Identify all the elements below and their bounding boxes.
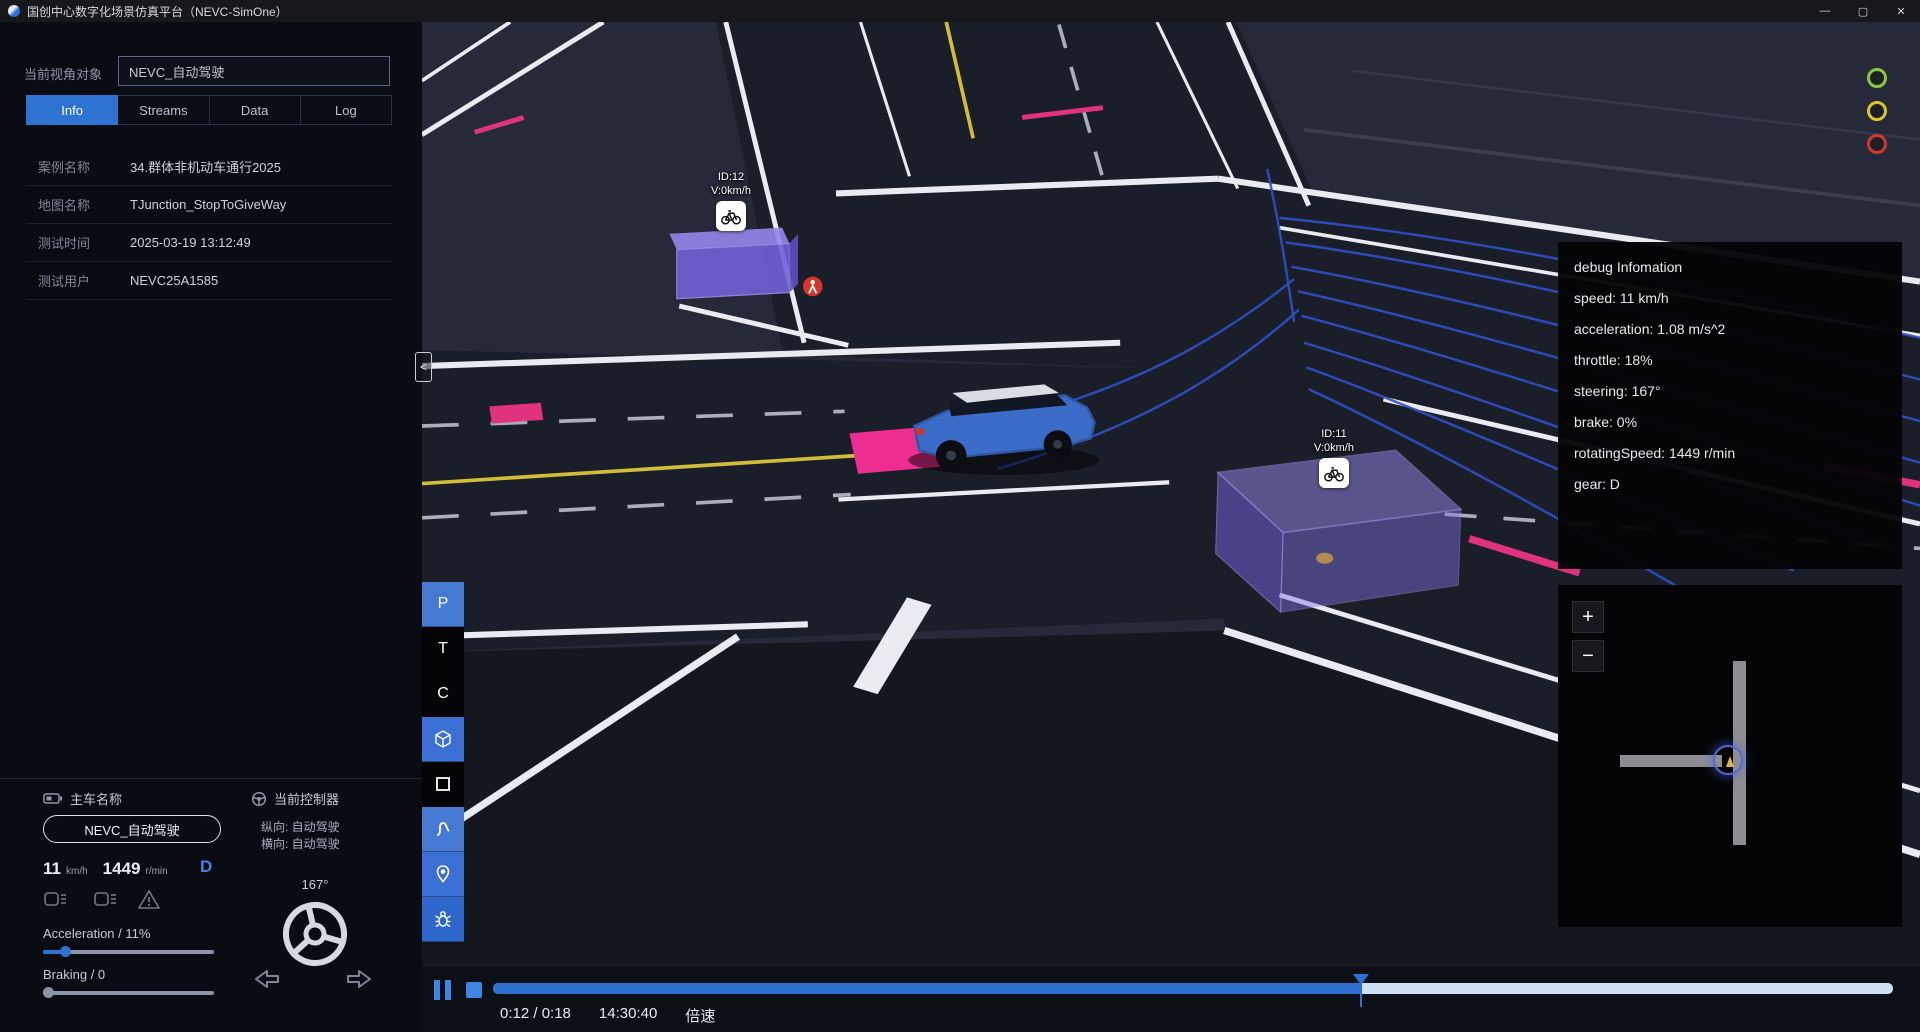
debug-title: debug Infomation <box>1574 259 1683 275</box>
bicycle-icon <box>1319 458 1349 488</box>
minimap-zoom-out-button[interactable]: − <box>1572 640 1604 672</box>
minimap-heading-icon <box>1726 756 1734 767</box>
ego-vehicle-panel: 主车名称 NEVC_自动驾驶 11 km/h 1449 r/min D Acce… <box>0 778 422 1032</box>
agent-box-12[interactable] <box>669 227 799 300</box>
agent-label-11: ID:11 V:0km/h <box>1292 427 1376 488</box>
acceleration-label: Acceleration / 11% <box>43 926 151 941</box>
collision-warning-icon <box>802 276 823 297</box>
tab-streams[interactable]: Streams <box>118 95 210 125</box>
sidebar-collapse-handle[interactable]: < <box>415 352 432 382</box>
controller-icon <box>251 791 267 806</box>
speed-readout: 11 km/h 1449 r/min <box>43 859 168 878</box>
warning-icon <box>137 889 161 911</box>
close-button[interactable]: ✕ <box>1896 5 1906 18</box>
square-icon <box>436 777 450 791</box>
pause-button[interactable] <box>434 980 451 1000</box>
traffic-light-indicator <box>1867 68 1887 167</box>
table-row: 案例名称 34.群体非机动车通行2025 <box>26 148 392 186</box>
view-target-input[interactable] <box>118 56 390 86</box>
window-title: 国创中心数字化场景仿真平台（NEVC-SimOne） <box>27 4 288 19</box>
table-row: 地图名称 TJunction_StopToGiveWay <box>26 186 392 224</box>
playback-time: 0:12 / 0:18 <box>500 1005 571 1022</box>
view-target-label: 当前视角对象 <box>24 67 103 82</box>
table-row: 测试用户 NEVC25A1585 <box>26 262 392 300</box>
viewport-toolbar: P T C <box>422 582 464 942</box>
vehicle-name-pill[interactable]: NEVC_自动驾驶 <box>43 815 221 843</box>
playback-bar: 0:12 / 0:18 14:30:40 倍速 <box>422 967 1920 1032</box>
steering-angle-value: 167° <box>301 877 329 892</box>
steer-right-arrow-icon[interactable] <box>345 967 373 996</box>
table-row: 测试时间 2025-03-19 13:12:49 <box>26 224 392 262</box>
app-icon <box>8 5 20 17</box>
tab-data[interactable]: Data <box>209 95 301 125</box>
playback-speed-button[interactable]: 倍速 <box>685 1008 716 1025</box>
gear-indicator: D <box>200 857 213 876</box>
traffic-yellow-icon <box>1867 101 1887 121</box>
sidebar: 当前视角对象 Info Streams Data Log 案例名称 34.群体非… <box>0 22 422 1032</box>
titlebar: 国创中心数字化场景仿真平台（NEVC-SimOne） — ▢ ✕ <box>0 0 1920 22</box>
maximize-button[interactable]: ▢ <box>1857 5 1869 18</box>
timeline-track[interactable] <box>493 974 1893 1007</box>
tab-info[interactable]: Info <box>26 95 119 125</box>
simulation-viewport[interactable]: ID:12 V:0km/h ID:11 V:0km/h <box>422 22 1920 1032</box>
toolbar-p-button[interactable]: P <box>422 582 464 627</box>
lateral-controller: 横向: 自动驾驶 <box>261 837 340 851</box>
minimize-button[interactable]: — <box>1819 5 1831 17</box>
info-table: 案例名称 34.群体非机动车通行2025 地图名称 TJunction_Stop… <box>26 148 392 300</box>
toolbar-bug-button[interactable] <box>422 897 464 942</box>
minimap-zoom-in-button[interactable]: + <box>1572 601 1604 633</box>
toolbar-square-button[interactable] <box>422 762 464 807</box>
braking-slider[interactable] <box>43 987 214 998</box>
steer-left-arrow-icon[interactable] <box>253 967 281 996</box>
minimap-ego-position <box>1713 745 1743 775</box>
bicycle-icon <box>716 201 746 231</box>
agent-box-11[interactable] <box>1215 449 1463 614</box>
debug-info-panel: debug Infomation speed: 11 km/h accelera… <box>1558 242 1902 569</box>
tab-log[interactable]: Log <box>300 95 392 125</box>
timeline-progress <box>493 983 1361 994</box>
agent-label-12: ID:12 V:0km/h <box>689 170 773 231</box>
timeline-marker[interactable] <box>1353 974 1369 1007</box>
toolbar-c-button[interactable]: C <box>422 672 464 717</box>
left-signal-icon <box>43 889 67 911</box>
ego-vehicle[interactable] <box>908 384 1100 475</box>
acceleration-slider[interactable] <box>43 946 214 957</box>
longitudinal-controller: 纵向: 自动驾驶 <box>261 820 340 834</box>
minimap: + − <box>1558 585 1902 927</box>
playback-clock: 14:30:40 <box>598 1005 658 1022</box>
traffic-red-icon <box>1867 134 1887 154</box>
toolbar-pin-button[interactable] <box>422 852 464 897</box>
minimap-horizontal-road <box>1620 755 1722 767</box>
pin-icon <box>436 865 450 883</box>
sidebar-tabs: Info Streams Data Log <box>26 95 392 125</box>
toolbar-curve-button[interactable] <box>422 807 464 852</box>
traffic-green-icon <box>1867 68 1887 88</box>
controller-title: 当前控制器 <box>274 792 340 807</box>
toolbar-t-button[interactable]: T <box>422 627 464 672</box>
steering-wheel <box>279 898 351 975</box>
curve-icon <box>436 822 450 836</box>
bug-icon <box>435 911 451 928</box>
braking-label: Braking / 0 <box>43 967 106 982</box>
stop-button[interactable] <box>466 982 482 998</box>
toolbar-cube-button[interactable] <box>422 717 464 762</box>
vehicle-name-label: 主车名称 <box>70 792 123 807</box>
cube-icon <box>435 730 451 748</box>
battery-icon <box>43 793 62 804</box>
right-signal-icon <box>93 889 117 911</box>
